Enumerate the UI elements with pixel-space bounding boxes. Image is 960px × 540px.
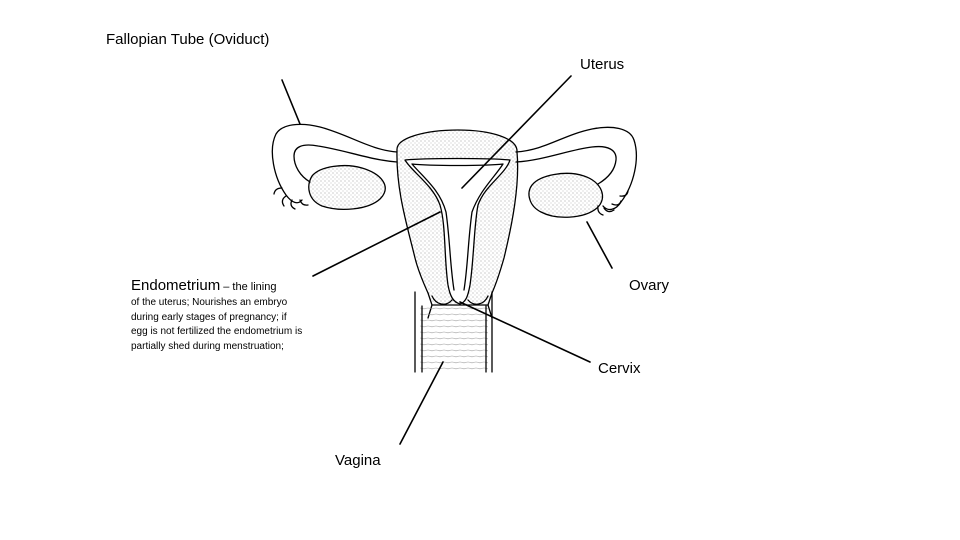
ovary-label: Ovary [629, 277, 670, 294]
endometrium-lead-text: – the lining [220, 281, 277, 293]
leader-fallopian-tube [281, 79, 301, 125]
endometrium-desc-text: of the uterus; Nourishes an embryo durin… [131, 297, 303, 352]
right-ovary [528, 172, 604, 218]
vagina [414, 291, 493, 373]
left-ovary [308, 165, 386, 210]
uterus-label: Uterus [580, 56, 625, 73]
uterine-cavity [404, 157, 511, 305]
leader-ovary [586, 221, 613, 269]
fallopian-tube-label: Fallopian Tube (Oviduct) [106, 31, 270, 48]
left-fallopian-tube [271, 123, 398, 204]
leader-vagina [399, 361, 444, 445]
leader-cervix [459, 301, 591, 363]
endometrium-label: Endometrium [131, 277, 221, 294]
right-fallopian-tube [515, 126, 637, 211]
leader-uterus [461, 75, 572, 189]
leader-endometrium [312, 211, 441, 277]
endometrium-description: Endometrium – the lining of the uterus; … [131, 277, 306, 354]
cervix-label: Cervix [598, 360, 641, 377]
vagina-label: Vagina [335, 452, 381, 469]
